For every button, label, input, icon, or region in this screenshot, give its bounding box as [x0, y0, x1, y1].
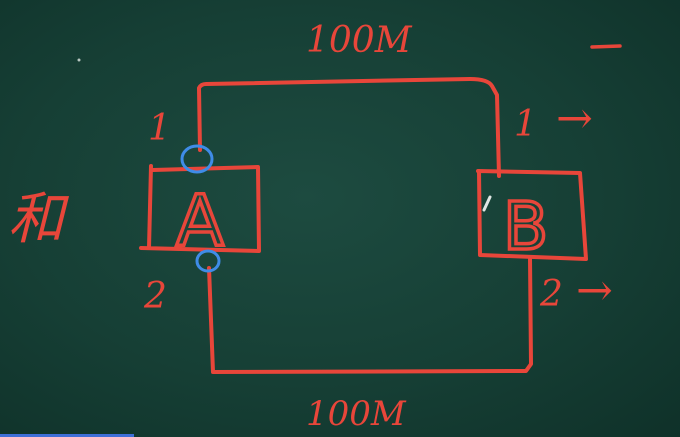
box-a-label: A	[176, 180, 224, 262]
chalk-tick	[482, 195, 492, 212]
top-length-label: 100M	[306, 20, 413, 61]
port-a-lower-circle	[195, 249, 221, 273]
top-wire	[197, 77, 501, 178]
box-b	[476, 169, 588, 261]
stray-dot	[77, 58, 81, 62]
box-b-label: B	[503, 188, 548, 265]
left-mark: 和	[8, 187, 70, 252]
port-a-upper-circle	[180, 144, 214, 174]
b-upper-port-number: 1	[514, 104, 537, 145]
bottom-wire	[207, 256, 533, 374]
b-upper-arrow: →	[556, 93, 593, 144]
stray-dash	[590, 44, 622, 49]
a-upper-port-number: 1	[148, 108, 171, 149]
b-lower-arrow: →	[576, 265, 613, 316]
b-lower-port-number: 2	[539, 274, 563, 315]
a-lower-port-number: 2	[143, 276, 167, 317]
video-progress-bar	[0, 434, 134, 437]
bottom-length-label: 100M	[306, 394, 407, 434]
